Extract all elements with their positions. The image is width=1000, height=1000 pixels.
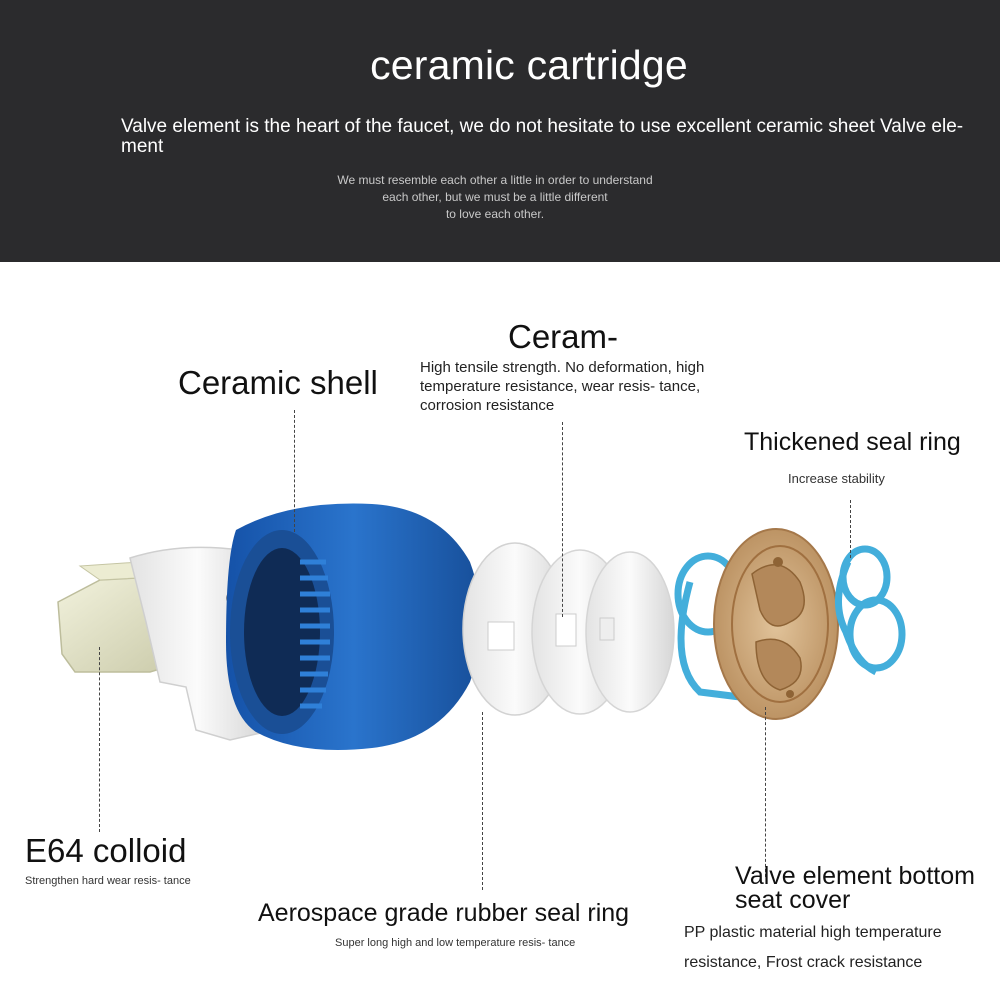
leader-seal-ring	[850, 500, 851, 558]
leader-colloid	[99, 647, 100, 832]
header-banner: ceramic cartridge Valve element is the h…	[0, 0, 1000, 262]
label-rubber-ring: Aerospace grade rubber seal ring	[258, 899, 630, 927]
label-bottom-cover: Valve element bottom seat cover	[735, 862, 975, 914]
thickened-seal-ring	[834, 545, 906, 676]
label-rubber-ring-description: Super long high and low temperature resi…	[335, 937, 576, 949]
leader-ceram	[562, 422, 563, 617]
cartridge-illustration	[57, 503, 906, 750]
bottom-cover-part	[713, 528, 839, 720]
leader-ceramic-shell	[294, 410, 295, 532]
product-diagram: Ceramic shell Ceram- High tensile streng…	[0, 262, 1000, 1000]
label-ceram: Ceram-	[508, 318, 619, 355]
subtitle: Valve element is the heart of the faucet…	[121, 116, 964, 157]
label-colloid-description: Strengthen hard wear resis- tance	[25, 875, 191, 887]
label-bottom-cover-description: PP plastic material high temperature res…	[684, 924, 942, 971]
page-title: ceramic cartridge	[370, 42, 688, 88]
label-colloid: E64 colloid	[25, 832, 187, 869]
label-ceram-description: High tensile strength. No deformation, h…	[420, 359, 705, 414]
ceramic-shell-part	[226, 503, 481, 750]
label-ceramic-shell: Ceramic shell	[178, 364, 378, 401]
motto-text: We must resemble each other a little in …	[337, 173, 653, 221]
label-seal-ring: Thickened seal ring	[744, 428, 961, 456]
leader-rubber-ring	[482, 712, 483, 890]
leader-bottom-cover	[765, 707, 766, 877]
label-seal-ring-description: Increase stability	[788, 471, 885, 486]
ceramic-disc-back	[585, 551, 675, 713]
